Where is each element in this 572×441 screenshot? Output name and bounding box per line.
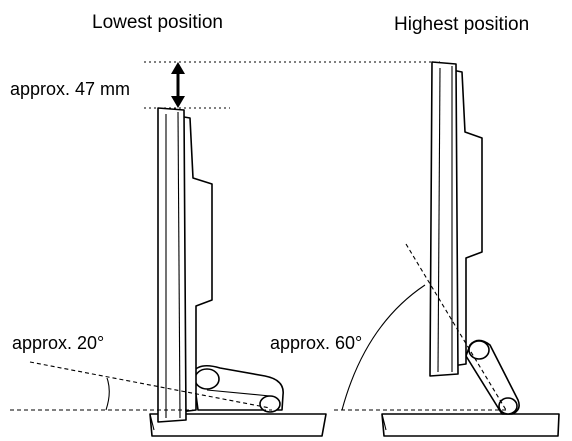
tilt-angle-label-highest: approx. 60° (270, 333, 362, 353)
tilt-line-lowest (29, 361, 271, 409)
height-difference-indicator: approx. 47 mm (10, 61, 440, 109)
tilt-indicator-highest: approx. 60° (270, 243, 508, 411)
lowest-position-title: Lowest position (92, 12, 223, 33)
tilt-indicator-lowest: approx. 20° (10, 333, 272, 411)
double-arrow-icon (171, 62, 185, 108)
monitor-lowest-position (149, 107, 327, 437)
panel-front-lowest (157, 107, 187, 423)
tilt-angle-label-lowest: approx. 20° (12, 333, 104, 353)
highest-position-title: Highest position (394, 14, 529, 35)
monitor-highest-position (381, 61, 560, 437)
panel-front-highest (429, 61, 459, 377)
stand-base-highest (381, 413, 560, 437)
stand-base-lowest (149, 413, 327, 437)
tilt-arc-highest (341, 284, 426, 411)
tilt-arc-lowest (105, 377, 110, 411)
height-difference-label: approx. 47 mm (10, 79, 130, 99)
tilt-line-highest (405, 243, 507, 411)
